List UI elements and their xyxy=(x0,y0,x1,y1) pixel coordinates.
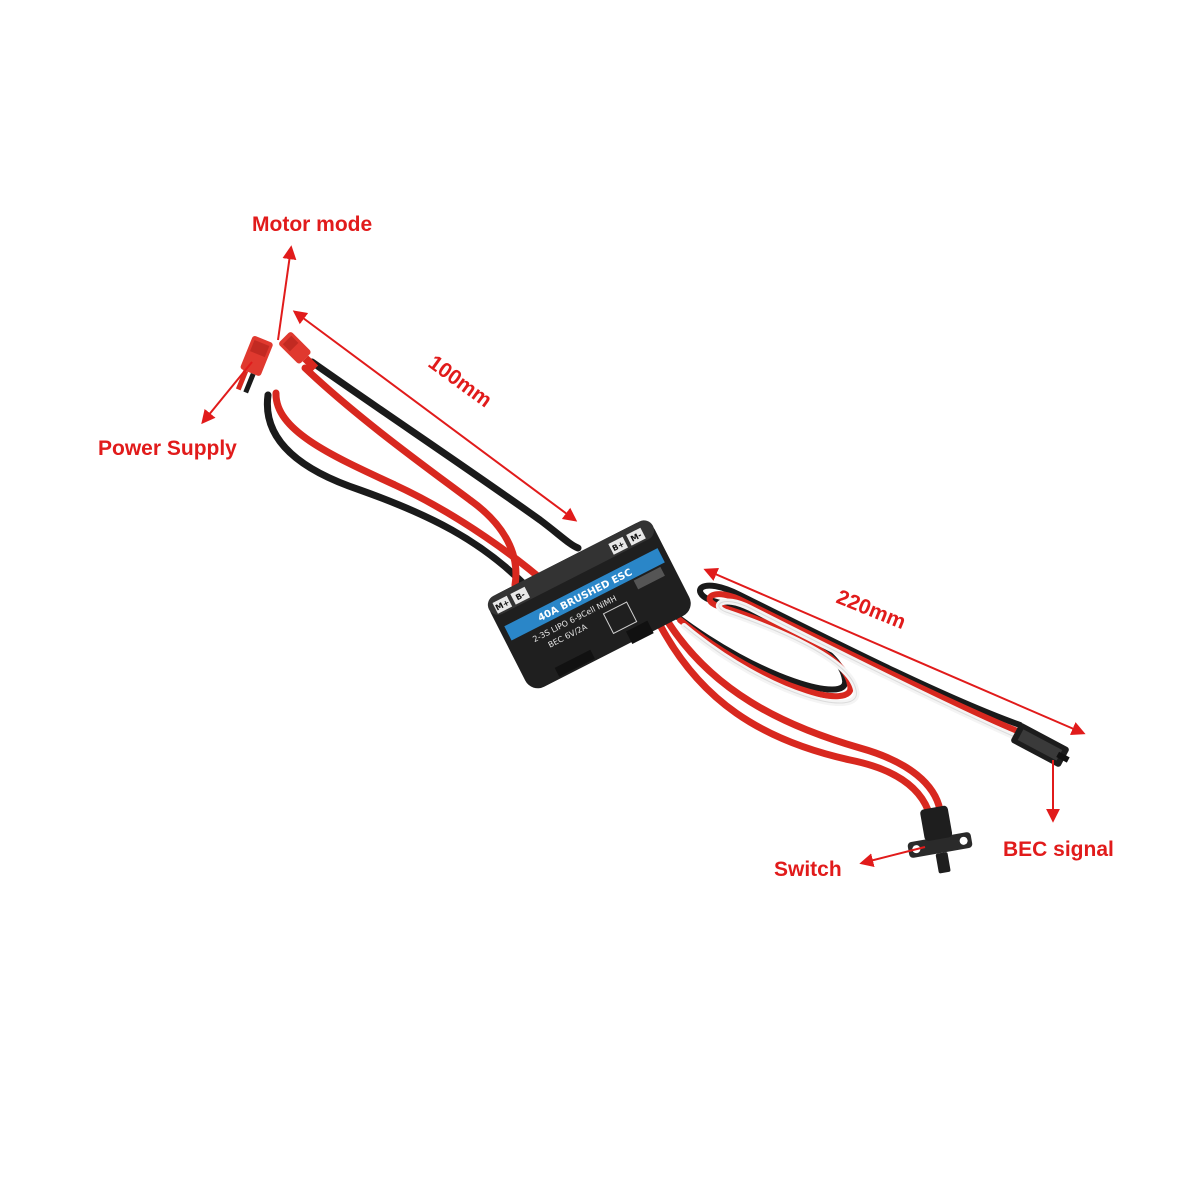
label-motor-mode: Motor mode xyxy=(252,213,372,236)
pad-m-minus xyxy=(626,527,646,546)
arrow-switch xyxy=(859,846,926,868)
arrow-dimension-100mm xyxy=(292,310,578,522)
annotations xyxy=(201,245,1086,868)
motor-black-wire xyxy=(308,358,582,552)
power-jst-plug xyxy=(235,336,273,394)
pad-b-minus-label: B- xyxy=(514,590,526,602)
arrow-motor-mode xyxy=(277,245,297,341)
esc-module: 40A BRUSHED ESC 2-3S LIPO 6-9Cell NiMH B… xyxy=(487,520,691,689)
arrow-power-supply xyxy=(201,361,253,425)
switch-icon xyxy=(907,805,973,874)
label-switch: Switch xyxy=(774,858,842,881)
switch-red-wire-a xyxy=(656,621,932,814)
arrow-dimension-220mm xyxy=(703,568,1086,735)
label-100mm: 100mm xyxy=(424,351,496,412)
power-red-wire xyxy=(272,389,552,589)
motor-jst-plug xyxy=(279,332,319,372)
pad-b-minus xyxy=(510,586,531,605)
label-bec-signal: BEC signal xyxy=(1003,838,1114,861)
bec-white-wire xyxy=(681,598,1027,744)
servo-plug-icon xyxy=(1011,723,1070,767)
pad-m-plus xyxy=(492,595,513,614)
label-power-supply: Power Supply xyxy=(98,437,237,460)
pad-b-plus xyxy=(608,536,629,555)
dip-switch-block xyxy=(602,601,638,635)
label-220mm: 220mm xyxy=(833,586,909,634)
